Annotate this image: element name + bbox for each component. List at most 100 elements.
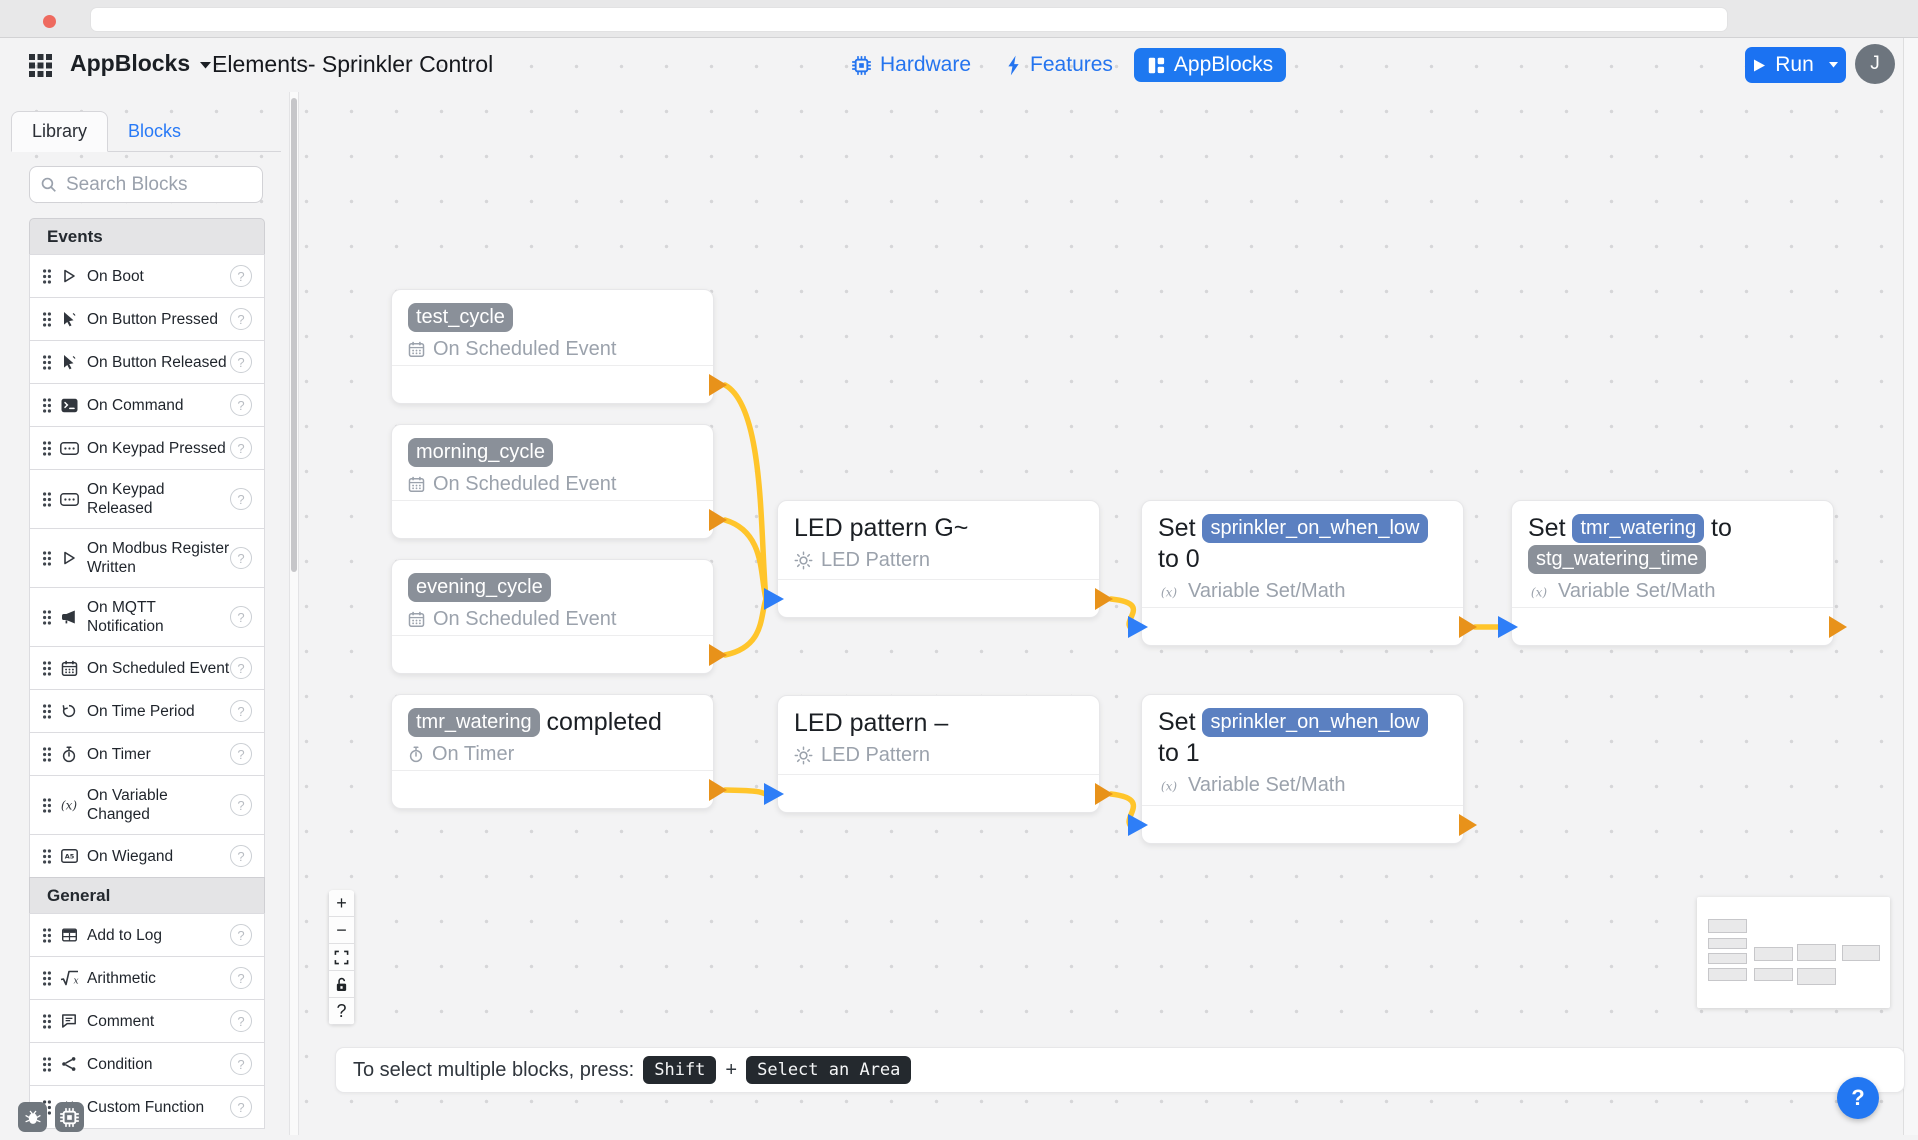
- drag-handle-icon[interactable]: [40, 660, 54, 677]
- nav-tab-appblocks[interactable]: AppBlocks: [1133, 48, 1287, 82]
- drag-handle-icon[interactable]: [40, 927, 54, 944]
- zoom-out-button[interactable]: −: [328, 916, 355, 944]
- help-circle-icon[interactable]: ?: [230, 700, 252, 722]
- library-item-on-command[interactable]: On Command?: [29, 383, 265, 427]
- drag-handle-icon[interactable]: [40, 746, 54, 763]
- drag-handle-icon[interactable]: [40, 703, 54, 720]
- help-circle-icon[interactable]: ?: [230, 547, 252, 569]
- fit-view-button[interactable]: [328, 943, 355, 971]
- avatar[interactable]: J: [1855, 44, 1895, 84]
- lock-button[interactable]: [328, 970, 355, 998]
- section-header-events: Events: [29, 218, 265, 255]
- block-subtitle: On Scheduled Event: [408, 473, 699, 496]
- library-item-on-variable-changed[interactable]: (x)On Variable Changed?: [29, 775, 265, 835]
- debug-button[interactable]: [18, 1102, 47, 1132]
- flow-block-led_pattern_dash[interactable]: LED pattern –LED Pattern: [777, 695, 1100, 813]
- variable-icon: (x): [1158, 584, 1180, 600]
- page-scrollbar[interactable]: [1903, 38, 1918, 1135]
- drag-handle-icon[interactable]: [40, 440, 54, 457]
- help-fab[interactable]: ?: [1837, 1077, 1879, 1119]
- drag-handle-icon[interactable]: [40, 268, 54, 285]
- brand-menu[interactable]: AppBlocks: [70, 50, 212, 77]
- minimap-node: [1708, 953, 1747, 964]
- help-circle-icon[interactable]: ?: [230, 394, 252, 416]
- drag-handle-icon[interactable]: [40, 311, 54, 328]
- drag-handle-icon[interactable]: [40, 970, 54, 987]
- app-header: AppBlocks Elements- Sprinkler Control Ha…: [0, 38, 1918, 92]
- help-circle-icon[interactable]: ?: [230, 794, 252, 816]
- block-footer: [392, 635, 713, 673]
- library-item-on-keypad-released[interactable]: On Keypad Released?: [29, 469, 265, 529]
- help-circle-icon[interactable]: ?: [230, 845, 252, 867]
- block-title-text: completed: [539, 708, 662, 736]
- url-input[interactable]: [91, 8, 1727, 31]
- library-item-on-scheduled-event[interactable]: On Scheduled Event?: [29, 646, 265, 690]
- help-circle-icon[interactable]: ?: [230, 488, 252, 510]
- sidebar-scrollbar-thumb[interactable]: [291, 98, 297, 572]
- help-circle-icon[interactable]: ?: [230, 1096, 252, 1118]
- help-circle-icon[interactable]: ?: [230, 265, 252, 287]
- drag-handle-icon[interactable]: [40, 354, 54, 371]
- close-window-icon[interactable]: [43, 15, 56, 28]
- sidebar-scrollbar[interactable]: [289, 92, 299, 1135]
- drag-handle-icon[interactable]: [40, 1013, 54, 1030]
- drag-handle-icon[interactable]: [40, 550, 54, 567]
- flow-block-led_pattern_g[interactable]: LED pattern G~LED Pattern: [777, 500, 1100, 618]
- help-circle-icon[interactable]: ?: [230, 1053, 252, 1075]
- block-title-text: to: [1704, 514, 1732, 542]
- section-header-general: General: [29, 877, 265, 914]
- library-item-on-button-pressed[interactable]: On Button Pressed?: [29, 297, 265, 341]
- library-item-on-modbus-register-written[interactable]: On Modbus Register Written?: [29, 528, 265, 588]
- url-bar[interactable]: [90, 7, 1728, 32]
- help-button[interactable]: ?: [328, 997, 355, 1025]
- run-button[interactable]: Run: [1745, 47, 1846, 83]
- library-item-on-timer[interactable]: On Timer?: [29, 732, 265, 776]
- device-button[interactable]: [55, 1102, 84, 1132]
- apps-grid-icon[interactable]: [28, 53, 53, 78]
- help-circle-icon[interactable]: ?: [230, 606, 252, 628]
- drag-handle-icon[interactable]: [40, 797, 54, 814]
- help-circle-icon[interactable]: ?: [230, 924, 252, 946]
- library-item-add-to-log[interactable]: Add to Log?: [29, 913, 265, 957]
- tab-library[interactable]: Library: [11, 111, 109, 152]
- library-item-on-boot[interactable]: On Boot?: [29, 254, 265, 298]
- help-circle-icon[interactable]: ?: [230, 1010, 252, 1032]
- drag-handle-icon[interactable]: [40, 491, 54, 508]
- library-item-condition[interactable]: Condition?: [29, 1042, 265, 1086]
- library-item-on-button-released[interactable]: On Button Released?: [29, 340, 265, 384]
- help-circle-icon[interactable]: ?: [230, 657, 252, 679]
- plus-icon: +: [336, 892, 347, 913]
- library-item-comment[interactable]: Comment?: [29, 999, 265, 1043]
- block-title-text: Set: [1528, 514, 1573, 542]
- drag-handle-icon[interactable]: [40, 848, 54, 865]
- help-circle-icon[interactable]: ?: [230, 308, 252, 330]
- drag-handle-icon[interactable]: [40, 1056, 54, 1073]
- flow-block-set_sprinkler_low_0[interactable]: Set sprinkler_on_when_low to 0(x)Variabl…: [1141, 500, 1464, 646]
- library-item-on-mqtt-notification[interactable]: On MQTT Notification?: [29, 587, 265, 647]
- zoom-in-button[interactable]: +: [328, 890, 355, 917]
- flow-block-set_sprinkler_low_1[interactable]: Set sprinkler_on_when_low to 1(x)Variabl…: [1141, 694, 1464, 844]
- help-circle-icon[interactable]: ?: [230, 967, 252, 989]
- flow-block-set_tmr_watering[interactable]: Set tmr_watering to stg_watering_time(x)…: [1511, 500, 1834, 646]
- drag-handle-icon[interactable]: [40, 397, 54, 414]
- nav-tab-features[interactable]: Features: [992, 48, 1126, 82]
- help-circle-icon[interactable]: ?: [230, 743, 252, 765]
- button-press-icon: [61, 311, 77, 327]
- library-item-on-time-period[interactable]: On Time Period?: [29, 689, 265, 733]
- help-circle-icon[interactable]: ?: [230, 351, 252, 373]
- help-circle-icon[interactable]: ?: [230, 437, 252, 459]
- drag-handle-icon[interactable]: [40, 609, 54, 626]
- tab-blocks[interactable]: Blocks: [128, 121, 182, 141]
- minimap[interactable]: [1697, 897, 1890, 1008]
- library-item-on-keypad-pressed[interactable]: On Keypad Pressed?: [29, 426, 265, 470]
- nav-tab-hardware[interactable]: Hardware: [838, 48, 984, 82]
- search-input[interactable]: [64, 172, 252, 197]
- run-options-caret-icon[interactable]: [1828, 61, 1839, 69]
